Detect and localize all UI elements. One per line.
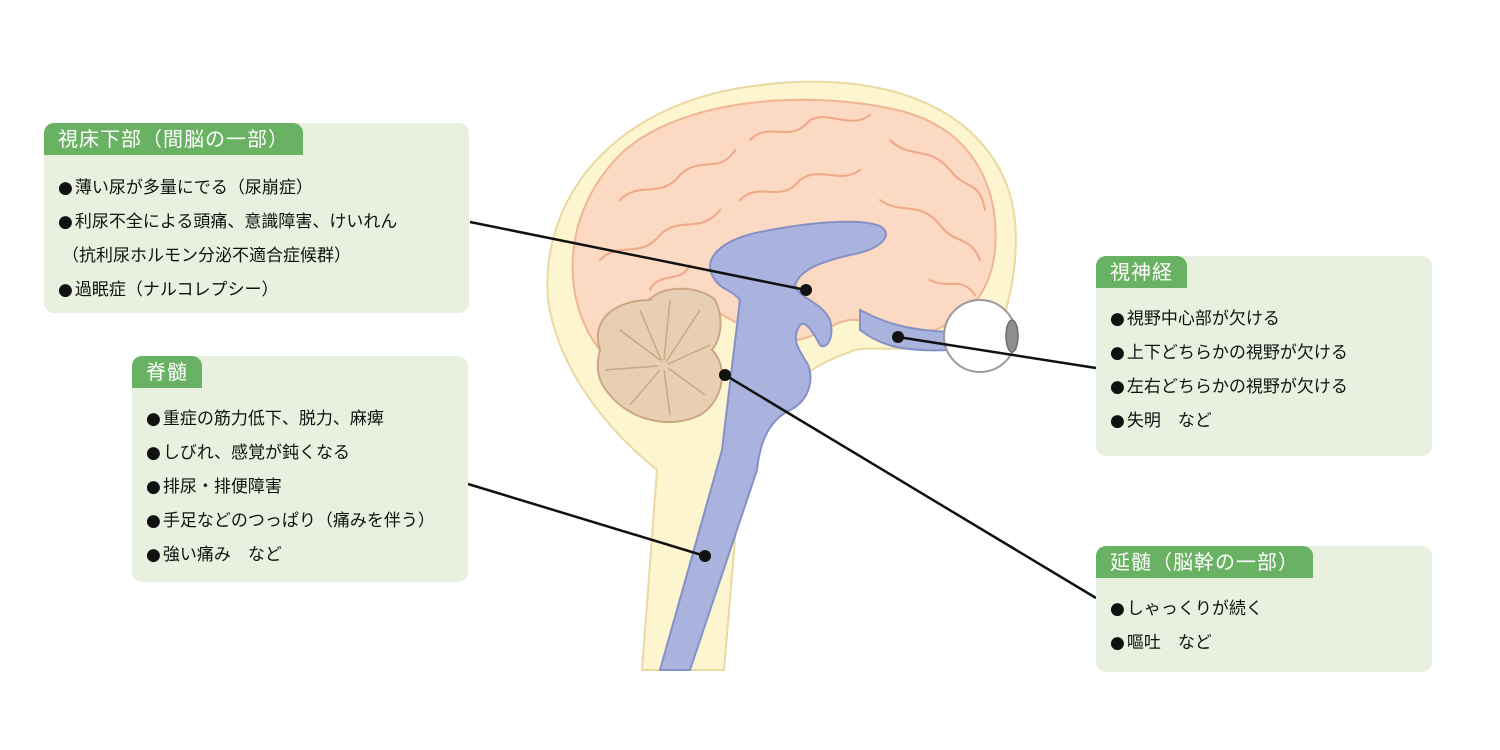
optic-nerve-box: 視神経 ●視野中心部が欠ける ●上下どちらかの視野が欠ける ●左右どちらかの視野…	[1096, 256, 1432, 456]
list-item: ●強い痛み など	[146, 545, 282, 565]
cerebrum	[571, 98, 997, 352]
leader-hypothalamus	[469, 220, 807, 292]
dot-hypothalamus	[800, 284, 812, 296]
list-item: ●失明 など	[1110, 411, 1212, 431]
medulla-list: ●しゃっくりが続く ●嘔吐 など	[1110, 592, 1263, 660]
medulla-title: 延髄（脳幹の一部）	[1096, 546, 1313, 578]
leader-spinal-cord	[467, 482, 706, 558]
list-item: ●利尿不全による頭痛、意識障害、けいれん	[58, 212, 398, 232]
spinal-cord-box: 脊髄 ●重症の筋力低下、脱力、麻痺 ●しびれ、感覚が鈍くなる ●排尿・排便障害 …	[132, 356, 468, 582]
hypothalamus-box: 視床下部（間脳の一部） ●薄い尿が多量にでる（尿崩症） ●利尿不全による頭痛、意…	[44, 123, 469, 313]
leader-lines	[467, 220, 1097, 600]
dot-medulla	[719, 369, 731, 381]
leader-optic-nerve	[897, 335, 1097, 370]
leader-dots	[699, 284, 904, 562]
optic-nerve-title: 視神経	[1096, 256, 1187, 288]
hypothalamus-title: 視床下部（間脳の一部）	[44, 123, 303, 155]
list-item: ●上下どちらかの視野が欠ける	[1110, 343, 1348, 363]
list-item: ●薄い尿が多量にでる（尿崩症）	[58, 178, 313, 198]
medulla-box: 延髄（脳幹の一部） ●しゃっくりが続く ●嘔吐 など	[1096, 546, 1432, 672]
list-item: ●しびれ、感覚が鈍くなる	[146, 443, 351, 463]
list-item: ●過眠症（ナルコレプシー）	[58, 280, 279, 300]
list-item: ●視野中心部が欠ける	[1110, 309, 1280, 329]
spinal-cord-list: ●重症の筋力低下、脱力、麻痺 ●しびれ、感覚が鈍くなる ●排尿・排便障害 ●手足…	[146, 402, 435, 572]
gyri-folds	[599, 114, 986, 296]
cerebellum-folia	[604, 299, 711, 416]
optic-nerve-list: ●視野中心部が欠ける ●上下どちらかの視野が欠ける ●左右どちらかの視野が欠ける…	[1110, 302, 1348, 438]
dot-spinal-cord	[699, 550, 711, 562]
leader-medulla	[724, 373, 1097, 600]
list-item: ●手足などのつっぱり（痛みを伴う）	[146, 511, 435, 531]
list-item: ●嘔吐 など	[1110, 633, 1212, 653]
list-item: ●排尿・排便障害	[146, 477, 282, 497]
dot-optic-nerve	[892, 331, 904, 343]
list-item: （抗利尿ホルモン分泌不適合症候群）	[62, 246, 351, 266]
list-item: ●しゃっくりが続く	[1110, 599, 1263, 619]
hypothalamus-list: ●薄い尿が多量にでる（尿崩症） ●利尿不全による頭痛、意識障害、けいれん （抗利…	[58, 171, 397, 307]
eye-iris	[1005, 319, 1019, 353]
list-item: ●重症の筋力低下、脱力、麻痺	[146, 409, 384, 429]
ventricle	[658, 220, 887, 671]
eyeball	[943, 299, 1017, 373]
list-item: ●左右どちらかの視野が欠ける	[1110, 377, 1348, 397]
spinal-cord-title: 脊髄	[132, 356, 202, 388]
